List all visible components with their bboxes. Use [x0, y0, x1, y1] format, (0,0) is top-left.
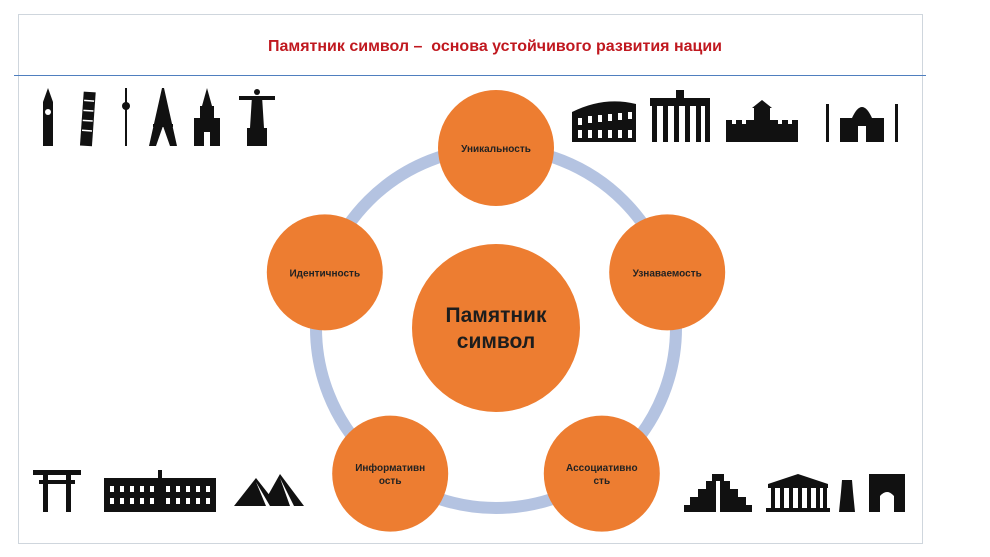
slide-title: Памятник символ – основа устойчивого раз…	[267, 38, 723, 55]
moai-icon	[839, 480, 855, 512]
parthenon-icon	[766, 474, 830, 512]
leaning-tower-pisa-icon	[79, 91, 96, 147]
node-associativity-circle	[543, 415, 660, 532]
center-label: Памятник	[446, 304, 547, 327]
node-uniqueness-circle	[438, 90, 554, 206]
node-associativity-label: Ассоциативно	[566, 463, 638, 474]
arc-de-triomphe-icon	[869, 474, 905, 512]
pyramids-icon	[234, 474, 304, 506]
slide-frame	[18, 14, 923, 544]
colosseum-icon	[572, 101, 636, 142]
torii-gate-icon	[33, 470, 81, 512]
title-divider	[14, 75, 926, 76]
brandenburg-gate-icon	[650, 90, 710, 142]
big-ben-icon	[43, 88, 53, 146]
node-identity-circle	[266, 214, 383, 331]
christ-redeemer-icon	[239, 89, 275, 146]
center-circle	[412, 244, 580, 412]
eiffel-tower-icon	[149, 88, 177, 146]
node-recognizability-label: Узнаваемость	[633, 268, 702, 279]
kremlin-tower-icon	[194, 88, 220, 146]
mayan-pyramid-icon	[684, 474, 752, 512]
node-associativity-label: сть	[593, 476, 610, 487]
palace-icon	[104, 470, 216, 512]
node-uniqueness-label: Уникальность	[461, 144, 531, 155]
tv-tower-icon	[122, 88, 130, 146]
node-identity-label: Идентичность	[289, 268, 360, 279]
node-informativeness-label: ость	[379, 476, 402, 487]
taj-mahal-icon	[826, 104, 898, 142]
node-informativeness-circle	[332, 415, 449, 532]
node-recognizability-circle	[609, 214, 726, 331]
great-wall-icon	[726, 100, 798, 142]
center-label: символ	[457, 330, 535, 353]
node-informativeness-label: Информативн	[355, 462, 425, 474]
